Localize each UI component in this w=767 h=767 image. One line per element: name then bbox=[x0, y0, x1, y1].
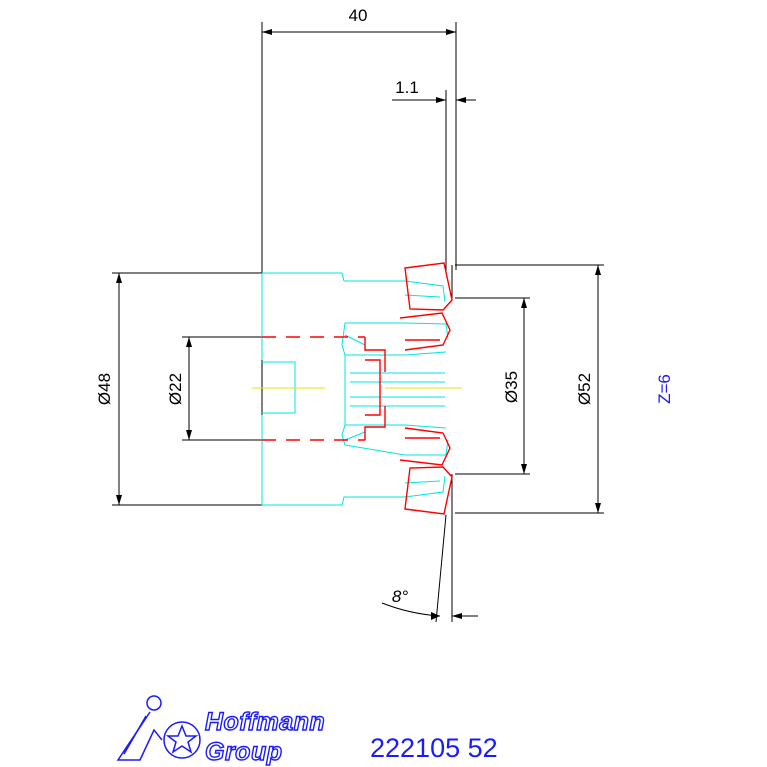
dim-dia-outer: Ø52 bbox=[575, 373, 594, 405]
hoffmann-logo: Hoffmann Group bbox=[116, 695, 325, 767]
dim-angle: 8° bbox=[392, 587, 408, 606]
dim-length: 40 bbox=[349, 6, 368, 25]
tool-body bbox=[261, 272, 449, 506]
cutting-edges bbox=[364, 262, 453, 515]
dim-dia-inner: Ø35 bbox=[502, 371, 521, 403]
dim-offset: 1.1 bbox=[395, 78, 419, 97]
dim-dia-bore: Ø22 bbox=[166, 373, 185, 405]
dim-dia-body: Ø48 bbox=[95, 373, 114, 405]
logo-mark-icon bbox=[116, 695, 201, 761]
logo-line1: Hoffmann bbox=[205, 708, 325, 736]
part-number: 222105 52 bbox=[370, 733, 498, 763]
dimension-lines bbox=[112, 22, 604, 623]
logo-line2: Group bbox=[205, 738, 283, 766]
arrowheads bbox=[116, 29, 601, 620]
hidden-lines bbox=[262, 336, 365, 441]
teeth-count: Z=6 bbox=[655, 374, 674, 404]
